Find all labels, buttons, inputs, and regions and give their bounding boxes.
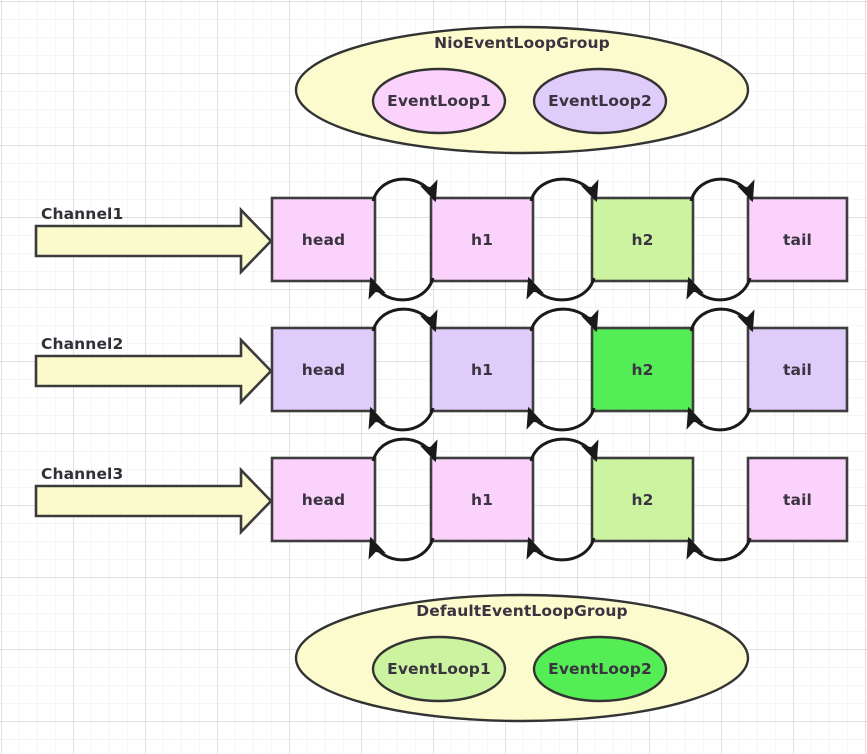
channel-1-h1-to-h2-outbound-arrow[interactable] (529, 177, 599, 203)
channel-2-handler-h1[interactable] (429, 326, 535, 413)
channel-3-h1-to-head-inbound-arrow[interactable] (368, 536, 435, 562)
channel-2-handler-tail[interactable] (746, 326, 849, 413)
channel-1 (34, 177, 849, 302)
channel-2-h1-to-h2-outbound-arrow[interactable] (529, 307, 599, 333)
channel-1-h2-to-h1-inbound-arrow[interactable] (526, 276, 596, 302)
channel-1-handler-head[interactable] (270, 196, 377, 283)
channel-2-h2-to-h1-inbound-arrow[interactable] (526, 406, 596, 432)
channel-3 (34, 437, 849, 562)
channel-1-handler-h2[interactable] (590, 196, 695, 283)
channel-1-inbound-arrow[interactable] (34, 206, 273, 276)
event-loop-groups-layer (294, 25, 750, 723)
channel-3-handler-tail[interactable] (746, 456, 849, 543)
default-event-loop-group-ellipse[interactable] (294, 593, 750, 723)
channel-1-h1-to-head-inbound-arrow[interactable] (368, 276, 435, 302)
channel-3-h1-to-h2-outbound-arrow[interactable] (529, 437, 599, 463)
default-event-loop-1-ellipse[interactable] (371, 635, 507, 703)
nio-event-loop-group (294, 25, 750, 155)
channel-2 (34, 307, 849, 432)
channel-3-handler-h1[interactable] (429, 456, 535, 543)
channel-2-h2-to-tail-outbound-arrow[interactable] (689, 307, 755, 333)
nio-event-loop-1-ellipse[interactable] (371, 67, 507, 135)
channel-3-inbound-arrow[interactable] (34, 466, 273, 536)
channel-2-head-to-h1-outbound-arrow[interactable] (371, 307, 438, 333)
nio-event-loop-group-ellipse[interactable] (294, 25, 750, 155)
channel-1-handler-tail[interactable] (746, 196, 849, 283)
channel-1-handler-h1[interactable] (429, 196, 535, 283)
channels-layer (34, 177, 849, 562)
channel-2-handler-h2[interactable] (590, 326, 695, 413)
nio-event-loop-2-ellipse[interactable] (532, 67, 668, 135)
channel-2-tail-to-h2-inbound-arrow[interactable] (686, 406, 752, 432)
channel-3-h2-to-h1-inbound-arrow[interactable] (526, 536, 596, 562)
channel-3-handler-head[interactable] (270, 456, 377, 543)
default-event-loop-group (294, 593, 750, 723)
channel-2-inbound-arrow[interactable] (34, 336, 273, 406)
channel-3-tail-to-h2-inbound-arrow[interactable] (686, 536, 752, 562)
channel-3-handler-h2[interactable] (590, 456, 695, 543)
channel-1-head-to-h1-outbound-arrow[interactable] (371, 177, 438, 203)
channel-2-h1-to-head-inbound-arrow[interactable] (368, 406, 435, 432)
default-event-loop-2-ellipse[interactable] (532, 635, 668, 703)
channel-2-handler-head[interactable] (270, 326, 377, 413)
channel-1-tail-to-h2-inbound-arrow[interactable] (686, 276, 752, 302)
channel-1-h2-to-tail-outbound-arrow[interactable] (689, 177, 755, 203)
channel-3-head-to-h1-outbound-arrow[interactable] (371, 437, 438, 463)
